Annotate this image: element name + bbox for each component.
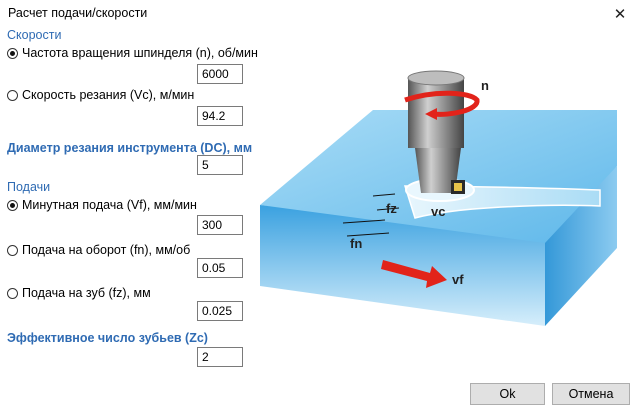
- diameter-section-title: Диаметр резания инструмента (DC), мм: [7, 141, 253, 155]
- milling-illustration: n vc fz fn vf: [260, 70, 617, 326]
- close-button[interactable]: ✕: [605, 0, 635, 28]
- rev-feed-radio-indicator[interactable]: [7, 244, 18, 256]
- minute-feed-radio-indicator[interactable]: [7, 199, 18, 211]
- tooth-feed-label: Подача на зуб (fz), мм: [22, 286, 151, 300]
- minute-feed-label: Минутная подача (Vf), мм/мин: [22, 198, 197, 212]
- cutting-speed-radio-indicator[interactable]: [7, 89, 18, 101]
- teeth-section-title: Эффективное число зубьев (Zc): [7, 331, 208, 345]
- cutting-speed-label: Скорость резания (Vc), м/мин: [22, 88, 195, 102]
- diameter-input[interactable]: [197, 155, 243, 175]
- rotation-arrow: [404, 90, 480, 117]
- label-vf: vf: [452, 272, 464, 287]
- close-icon: ✕: [613, 6, 627, 23]
- speeds-section-title: Скорости: [7, 28, 62, 42]
- spindle-speed-label: Частота вращения шпинделя (n), об/мин: [22, 46, 258, 60]
- fn-line-b: [346, 232, 390, 237]
- tooth-feed-input[interactable]: [197, 301, 243, 321]
- spindle-speed-radio[interactable]: Частота вращения шпинделя (n), об/мин: [7, 46, 258, 60]
- minute-feed-radio[interactable]: Минутная подача (Vf), мм/мин: [7, 198, 197, 212]
- fz-line-b: [376, 207, 400, 211]
- feed-arrow: [381, 260, 447, 288]
- rev-feed-input[interactable]: [197, 258, 243, 278]
- rev-feed-label: Подача на оборот (fn), мм/об: [22, 243, 191, 257]
- feeds-section-title: Подачи: [7, 180, 51, 194]
- ok-button[interactable]: Ok: [470, 383, 545, 405]
- label-fz: fz: [386, 201, 397, 216]
- title-bar: Расчет подачи/скорости ✕: [0, 0, 635, 28]
- teeth-input[interactable]: [197, 347, 243, 367]
- tooth-feed-radio[interactable]: Подача на зуб (fz), мм: [7, 286, 151, 300]
- tool-top: [407, 70, 465, 86]
- fn-line-a: [342, 219, 386, 224]
- tool-head: [415, 148, 461, 193]
- label-n: n: [481, 78, 489, 93]
- cutting-speed-radio[interactable]: Скорость резания (Vc), м/мин: [7, 88, 194, 102]
- spindle-speed-input[interactable]: [197, 64, 243, 84]
- tooth-feed-radio-indicator[interactable]: [7, 287, 18, 299]
- spindle-speed-radio-indicator[interactable]: [7, 47, 18, 59]
- rev-feed-radio[interactable]: Подача на оборот (fn), мм/об: [7, 243, 190, 257]
- fz-line-a: [372, 193, 396, 197]
- window-title: Расчет подачи/скорости: [8, 6, 148, 20]
- label-vc: vc: [431, 204, 445, 219]
- label-fn: fn: [350, 236, 362, 251]
- cancel-button[interactable]: Отмена: [552, 383, 630, 405]
- minute-feed-input[interactable]: [197, 215, 243, 235]
- cutting-speed-input[interactable]: [197, 106, 243, 126]
